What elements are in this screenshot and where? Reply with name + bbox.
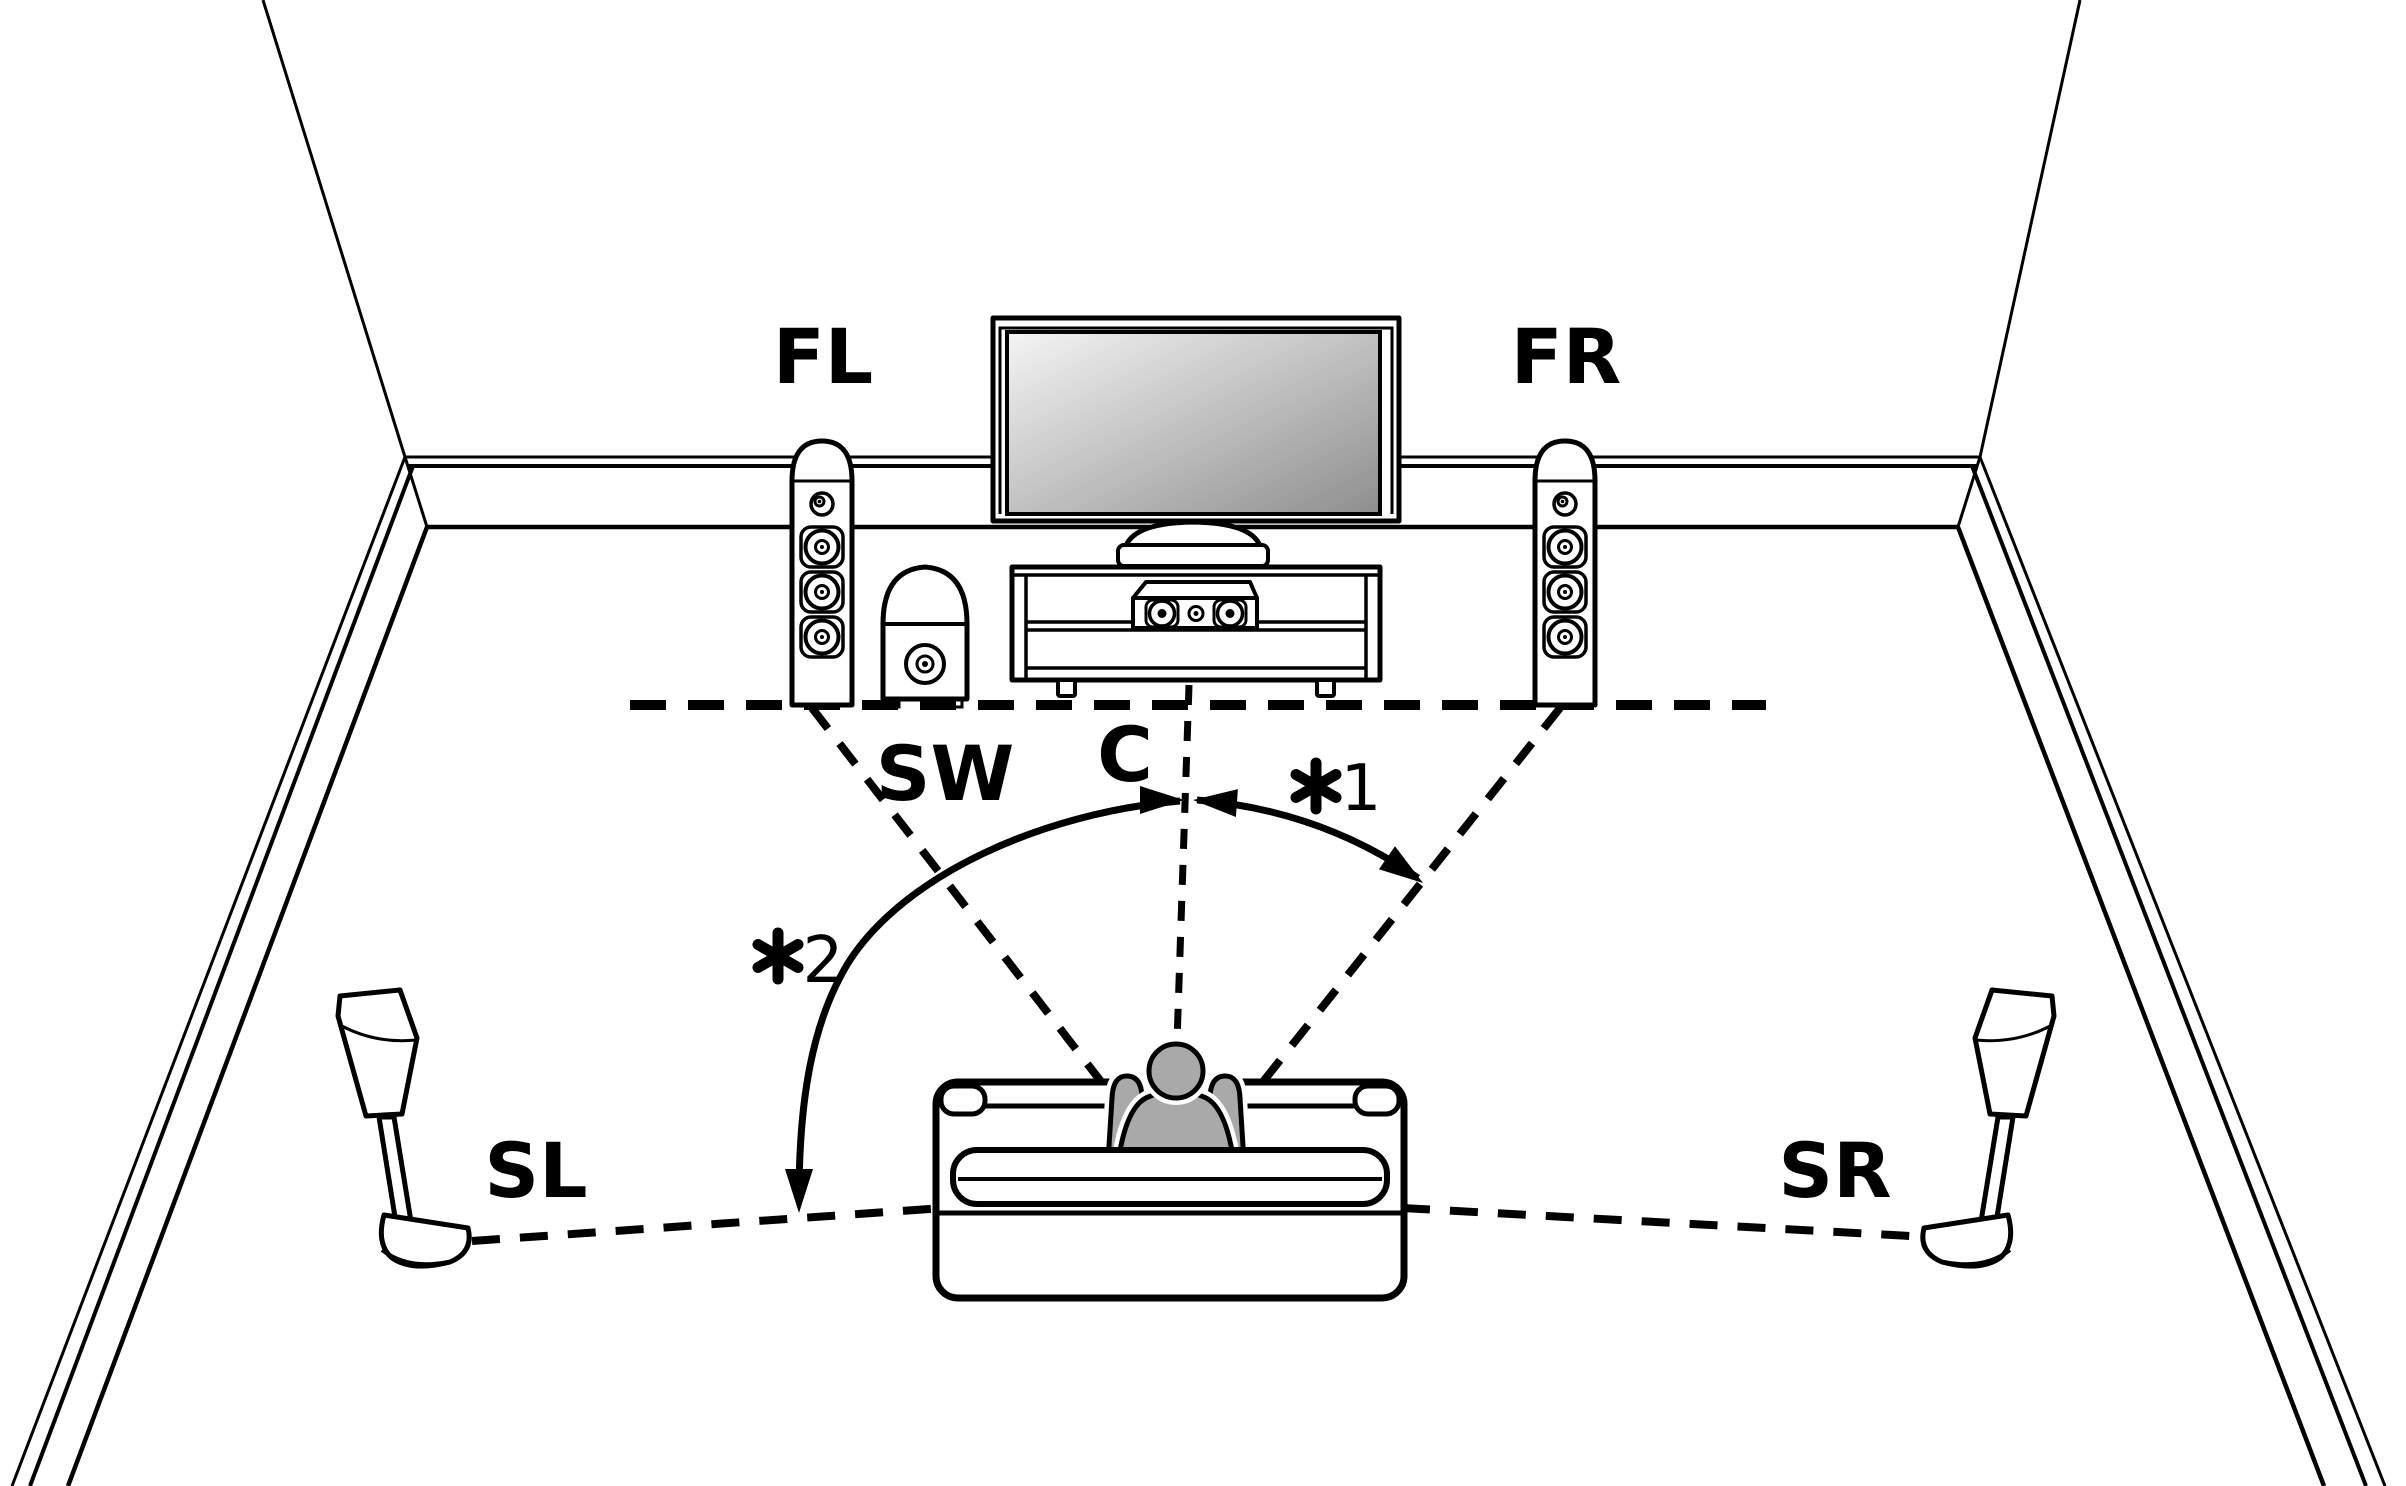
surround-left-label: SL <box>484 1126 587 1215</box>
left-wall-baseboard <box>28 465 415 1486</box>
cabinet-foot-left <box>1056 678 1077 698</box>
surround-right-speaker <box>1923 990 2054 1266</box>
angle-arrow-2 <box>785 786 1184 1213</box>
note-1-number: 1 <box>1341 752 1382 826</box>
surround-right-label: SR <box>1778 1126 1891 1215</box>
right-wall-floor-line <box>1955 526 2327 1486</box>
left-wall-corner-edge <box>261 0 429 528</box>
center-label: C <box>1097 710 1153 799</box>
surround-left-line <box>471 1204 945 1245</box>
cabinet-foot-right <box>1315 678 1336 698</box>
front-right-speaker <box>1535 441 1595 705</box>
front-right-angle-line <box>1254 705 1564 1091</box>
subwoofer-label: SW <box>876 729 1015 818</box>
front-left-speaker <box>792 441 852 705</box>
tv-neck <box>1122 519 1264 552</box>
tv-cabinet <box>1009 564 1383 698</box>
front-right-label: FR <box>1511 312 1621 401</box>
tv-screen <box>1005 330 1382 516</box>
center-speaker <box>1131 580 1259 630</box>
right-wall-corner-edge <box>1956 0 2082 528</box>
front-left-label: FL <box>773 312 873 401</box>
angle-arrow-1 <box>1193 789 1423 883</box>
note-2-label: 2 <box>752 924 844 998</box>
listener-head <box>1146 1041 1206 1101</box>
listener <box>1101 1037 1251 1170</box>
asterisk-note-icon <box>1290 757 1342 815</box>
tv-base <box>1116 543 1270 568</box>
note-2-number: 2 <box>803 924 844 998</box>
subwoofer <box>880 564 970 709</box>
front-left-angle-line <box>808 705 1110 1091</box>
center-axis-line <box>1173 684 1193 1043</box>
sofa-armrest-left <box>938 1083 988 1117</box>
sofa-armrest-right <box>1352 1083 1402 1117</box>
left-wall-baseboard-top <box>10 456 407 1486</box>
right-wall-baseboard-top <box>1978 456 2387 1486</box>
surround-left-speaker <box>338 990 469 1266</box>
left-wall-floor-line <box>65 526 430 1486</box>
note-1-label: 1 <box>1290 752 1382 826</box>
asterisk-note-icon <box>752 927 804 985</box>
tv <box>990 315 1402 568</box>
sofa <box>932 1037 1408 1302</box>
right-wall-baseboard <box>1970 465 2368 1486</box>
surround-right-line <box>1401 1204 1911 1240</box>
